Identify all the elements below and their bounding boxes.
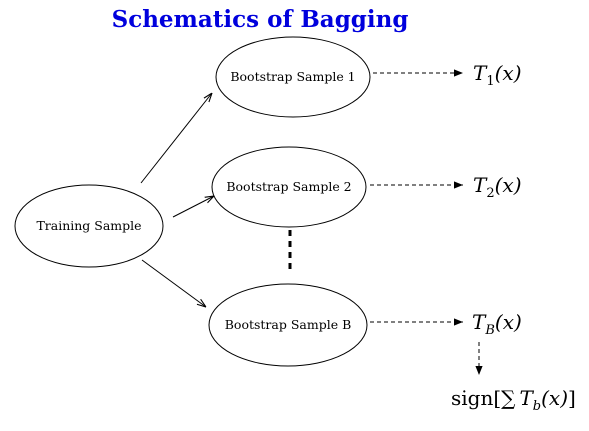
output-final-base: T	[519, 386, 534, 410]
output-final-sum: ∑	[501, 386, 516, 410]
training-sample-node	[14, 184, 164, 268]
diagram-title: Schematics of Bagging	[112, 6, 409, 33]
output-t1-base: T	[473, 61, 488, 85]
bootstrap-sample-2-node	[211, 146, 367, 228]
arrow-training-to-bootstrap-1	[140, 93, 212, 184]
output-t2-base: T	[473, 173, 488, 197]
bootstrap-sample-1-label: Bootstrap Sample 1	[230, 69, 355, 84]
output-final-sub: b	[533, 399, 541, 414]
output-t2-sub: 2	[486, 186, 494, 201]
bootstrap-sample-2-label: Bootstrap Sample 2	[226, 179, 351, 194]
output-t2-arg: (x)	[495, 173, 522, 197]
output-final-prefix: sign[	[451, 386, 501, 410]
output-final-arg: (x)	[541, 386, 568, 410]
arrow-training-to-bootstrap-2	[172, 196, 214, 218]
output-t1-arg: (x)	[495, 61, 522, 85]
output-final-suffix: ]	[568, 386, 576, 410]
output-t1-sub: 1	[486, 74, 494, 89]
arrow-training-to-bootstrap-b	[141, 259, 206, 307]
output-tb-sub: B	[484, 323, 495, 338]
output-tb: TB(x)	[472, 310, 522, 338]
output-tb-base: T	[472, 310, 487, 334]
output-final: sign[∑Tb(x)]	[451, 386, 576, 414]
bootstrap-sample-b-label: Bootstrap Sample B	[225, 317, 352, 332]
bootstrap-sample-b-node	[208, 283, 368, 367]
output-t1: T1(x)	[473, 61, 522, 89]
output-tb-arg: (x)	[495, 310, 522, 334]
output-t2: T2(x)	[473, 173, 522, 201]
training-sample-label: Training Sample	[36, 218, 141, 233]
bootstrap-sample-1-node	[215, 36, 371, 118]
